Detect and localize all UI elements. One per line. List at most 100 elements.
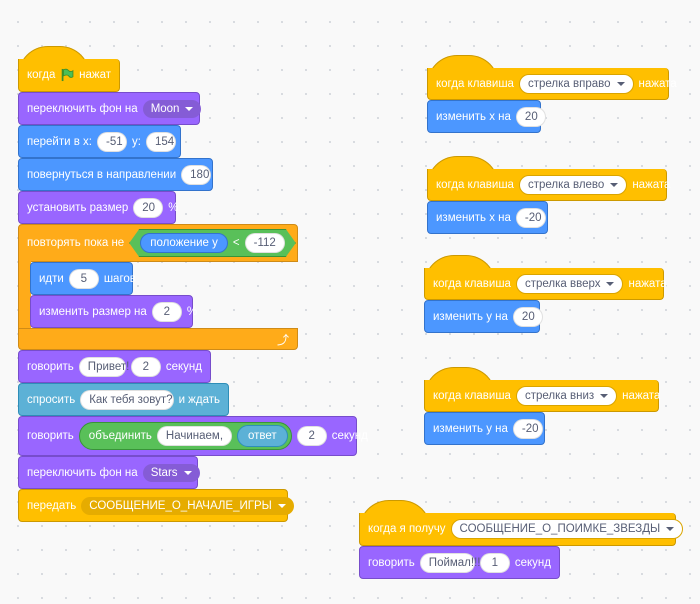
dropdown-value: стрелка влево (527, 178, 605, 191)
block-label: когда клавиша (433, 277, 511, 290)
size-input[interactable]: 20 (133, 197, 164, 218)
y-input[interactable]: 154 (145, 131, 176, 152)
x-input[interactable]: -51 (96, 131, 127, 152)
say-for-secs-block[interactable]: говорить Поймал!!! 1 секунд (359, 546, 560, 579)
change-input[interactable]: -20 (515, 207, 546, 228)
go-to-xy-block[interactable]: перейти в x: -51 y: 154 (18, 125, 181, 158)
switch-backdrop-block[interactable]: переключить фон на Moon (18, 92, 202, 125)
block-label: говорить (27, 430, 74, 442)
block-label: y: (131, 135, 141, 148)
size-change-input[interactable]: 2 (151, 301, 182, 322)
block-label: % (168, 201, 179, 214)
key-dropdown[interactable]: стрелка вправо (518, 73, 634, 94)
join-text-input[interactable]: Начинаем, (156, 426, 233, 446)
seconds-input[interactable]: 2 (130, 356, 161, 377)
say-for-secs-block[interactable]: говорить Привет! 2 секунд (18, 350, 211, 383)
block-label: секунд (331, 430, 368, 442)
block-label: нажата (622, 389, 661, 402)
block-label: перейти в x: (27, 135, 92, 148)
caret-down-icon (666, 527, 675, 531)
caret-down-icon (277, 503, 286, 508)
repeat-arm (18, 261, 31, 329)
block-label: говорить (368, 556, 415, 569)
block-label: переключить фон на (27, 466, 138, 479)
change-input[interactable]: 20 (512, 306, 543, 327)
not-less-than-condition[interactable]: положение y < -112 (129, 229, 296, 257)
dropdown-value: СООБЩЕНИЕ_О_НАЧАЛЕ_ИГРЫ (89, 499, 272, 512)
dropdown-value: стрелка вниз (524, 389, 595, 402)
change-x-block[interactable]: изменить х на -20 (427, 201, 548, 234)
block-label: повернуться в направлении (27, 168, 177, 181)
block-label: говорить (27, 360, 74, 373)
repeat-until-header[interactable]: повторять пока не положение y < -112 (18, 224, 298, 262)
block-label: объединить (88, 430, 152, 442)
y-position-reporter[interactable]: положение y (140, 233, 228, 253)
set-size-block[interactable]: установить размер 20 % (18, 191, 179, 224)
change-y-block[interactable]: изменить у на 20 (424, 300, 543, 333)
broadcast-block[interactable]: передать СООБЩЕНИЕ_О_НАЧАЛЕ_ИГРЫ (18, 489, 294, 522)
block-label: изменить у на (433, 310, 508, 323)
change-x-block[interactable]: изменить х на 20 (427, 100, 546, 133)
dropdown-value: СООБЩЕНИЕ_О_ПОИМКЕ_ЗВЕЗДЫ (459, 523, 661, 535)
when-key-pressed-block[interactable]: когда клавиша стрелка влево нажата (427, 169, 671, 201)
key-dropdown[interactable]: стрелка вверх (515, 273, 624, 294)
seconds-input[interactable]: 2 (296, 426, 327, 446)
block-label: установить размер (27, 201, 129, 214)
change-input[interactable]: -20 (512, 418, 543, 439)
when-key-pressed-block[interactable]: когда клавиша стрелка вниз нажата (424, 380, 661, 412)
switch-backdrop-block[interactable]: переключить фон на Stars (18, 456, 200, 489)
message-input[interactable]: Привет! (78, 356, 129, 377)
dropdown-value: Moon (150, 102, 180, 115)
block-label: когда я получу (368, 523, 446, 535)
key-dropdown[interactable]: стрелка влево (518, 174, 628, 195)
when-key-pressed-block[interactable]: когда клавиша стрелка вправо нажата (427, 68, 677, 100)
caret-down-icon (183, 470, 192, 475)
block-label: секунд (514, 556, 551, 569)
block-label: идти (39, 272, 64, 285)
join-reporter[interactable]: объединить Начинаем, ответ (78, 422, 292, 450)
move-steps-block[interactable]: идти 5 шагов (30, 262, 136, 295)
message-dropdown[interactable]: СООБЩЕНИЕ_О_ПОИМКЕ_ЗВЕЗДЫ (450, 519, 684, 539)
block-label: изменить у на (433, 422, 508, 435)
dropdown-value: стрелка вправо (527, 77, 611, 90)
block-label: изменить х на (436, 110, 511, 123)
change-y-block[interactable]: изменить у на -20 (424, 412, 545, 445)
question-input[interactable]: Как тебя зовут? (80, 389, 174, 410)
backdrop-dropdown[interactable]: Stars (142, 463, 200, 482)
block-label: когда (27, 69, 56, 81)
backdrop-dropdown[interactable]: Moon (142, 99, 202, 118)
message-dropdown[interactable]: СООБЩЕНИЕ_О_НАЧАЛЕ_ИГРЫ (81, 496, 294, 515)
ask-and-wait-block[interactable]: спросить Как тебя зовут? и ждать (18, 383, 229, 416)
when-flag-clicked-block[interactable]: когда нажат (18, 59, 120, 92)
when-key-pressed-block[interactable]: когда клавиша стрелка вверх нажата (424, 268, 667, 300)
direction-input[interactable]: 180 (181, 164, 212, 185)
message-input[interactable]: Поймал!!! (419, 552, 480, 573)
say-join-block[interactable]: говорить объединить Начинаем, ответ 2 се… (18, 416, 368, 456)
repeat-until-footer: ⤴ (18, 328, 298, 350)
change-size-block[interactable]: изменить размер на 2 % (30, 295, 197, 328)
green-flag-icon (62, 68, 74, 82)
caret-down-icon (616, 81, 625, 86)
caret-down-icon (600, 393, 609, 398)
operator-label: < (232, 237, 240, 249)
key-dropdown[interactable]: стрелка вниз (515, 385, 618, 406)
seconds-input[interactable]: 1 (479, 552, 510, 573)
answer-reporter[interactable]: ответ (237, 425, 288, 447)
block-label: и ждать (178, 393, 220, 406)
when-i-receive-block[interactable]: когда я получу СООБЩЕНИЕ_О_ПОИМКЕ_ЗВЕЗДЫ (359, 513, 684, 546)
block-label: нажат (79, 69, 111, 81)
block-label: передать (27, 499, 77, 512)
block-label: % (186, 305, 198, 318)
compare-input[interactable]: -112 (245, 233, 285, 253)
block-label: повторять пока не (27, 237, 125, 249)
steps-input[interactable]: 5 (68, 268, 99, 289)
caret-down-icon (606, 281, 615, 286)
caret-down-icon (610, 182, 619, 187)
block-label: когда клавиша (436, 178, 514, 191)
change-input[interactable]: 20 (515, 106, 546, 127)
block-label: нажата (628, 277, 667, 290)
block-label: нажата (632, 178, 671, 191)
point-in-direction-block[interactable]: повернуться в направлении 180 (18, 158, 213, 191)
block-label: спросить (27, 393, 76, 406)
block-label: секунд (165, 360, 202, 373)
